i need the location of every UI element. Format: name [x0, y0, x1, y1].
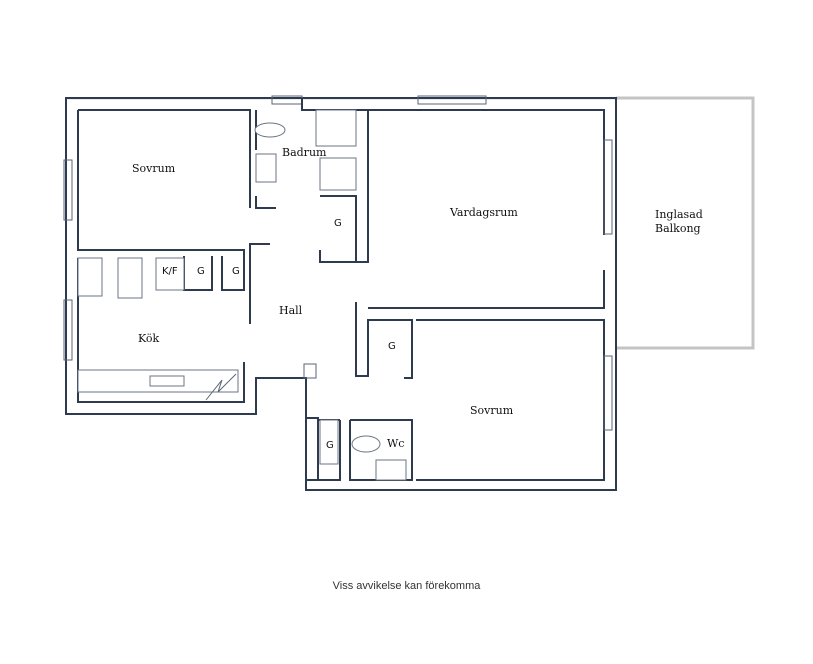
- fixtures: [77, 109, 407, 481]
- room-label-kok: Kök: [138, 332, 160, 345]
- disclaimer-text: Viss avvikelse kan förekomma: [332, 580, 481, 592]
- closet-label-kf: K/F: [162, 266, 178, 277]
- closet-label-g-kitchen-2: G: [232, 266, 240, 277]
- closet-label-g-kitchen-1: G: [197, 266, 205, 277]
- interior-walls: [183, 98, 416, 481]
- room-label-wc: Wc: [387, 437, 404, 450]
- room-label-hall: Hall: [279, 304, 303, 317]
- room-label-badrum: Badrum: [282, 146, 327, 159]
- room-label-sovrum-1: Sovrum: [132, 162, 176, 175]
- windows: [63, 95, 613, 431]
- room-label-balkong-line1: Inglasad: [655, 208, 703, 221]
- exterior-walls: [65, 97, 617, 491]
- closet-label-g-hall-middle: G: [388, 341, 396, 352]
- room-label-balkong-line2: Balkong: [655, 222, 701, 235]
- room-label-vardagsrum: Vardagsrum: [449, 206, 518, 219]
- closet-label-g-hall-lower: G: [326, 440, 334, 451]
- balcony-outline: [616, 96, 755, 350]
- closet-label-g-hall-upper: G: [334, 218, 342, 229]
- room-label-sovrum-2: Sovrum: [470, 404, 514, 417]
